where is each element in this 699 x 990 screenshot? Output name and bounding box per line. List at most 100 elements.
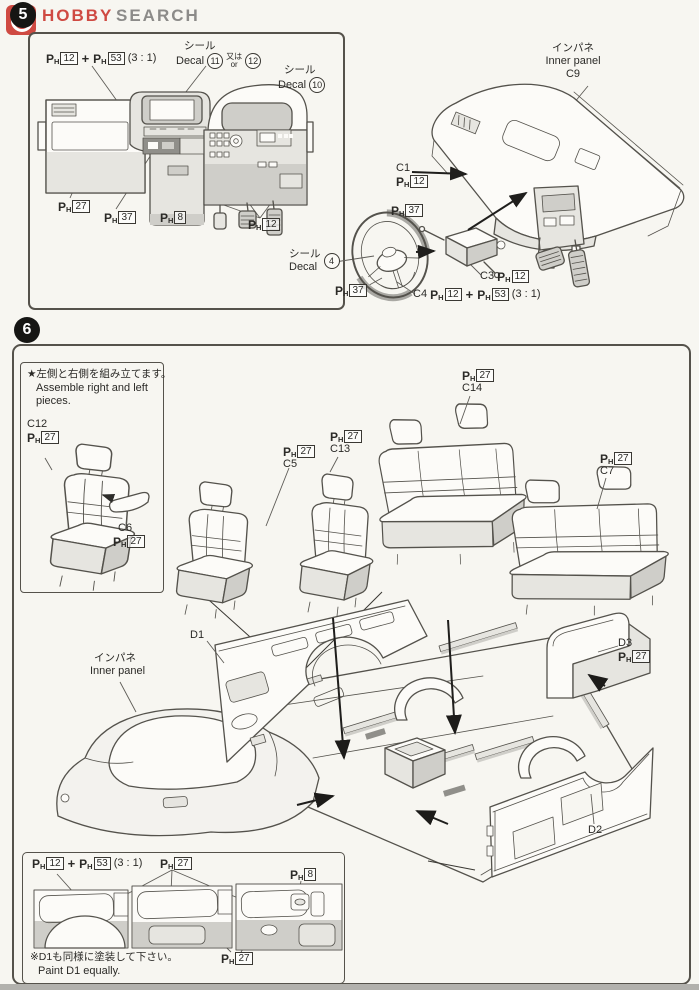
paint-letter: P xyxy=(600,451,609,466)
paint-letter: P xyxy=(477,287,486,302)
part-c9: C9 xyxy=(565,68,581,80)
paint-num: 27 xyxy=(476,369,494,382)
paint-sub: H xyxy=(470,374,476,383)
step-6-label: 6 xyxy=(22,321,32,338)
decal-en: Decal xyxy=(278,78,307,91)
paint-sub: H xyxy=(35,436,41,445)
paint-num: 37 xyxy=(405,204,423,217)
note-en-1: Assemble right and left xyxy=(36,382,148,394)
mix-ratio: (3 : 1) xyxy=(127,52,157,64)
part-c14: C14 xyxy=(462,382,483,394)
paint-sub: H xyxy=(608,457,614,466)
paint-sub: H xyxy=(505,275,511,284)
decal-circle-12: 12 xyxy=(245,53,262,69)
paint-letter: P xyxy=(221,951,230,966)
paint-num: 8 xyxy=(174,211,186,224)
paint-num: 27 xyxy=(235,952,253,965)
note-en-2: pieces. xyxy=(36,395,71,407)
logo-text-hobby: HOBBY xyxy=(42,6,114,25)
paint-letter: P xyxy=(283,444,292,459)
or-jp: 又は xyxy=(226,52,243,61)
paint-letter: P xyxy=(618,649,627,664)
paint-sub: H xyxy=(404,180,410,189)
part-d3: D3 xyxy=(618,637,633,649)
paint-d1-note-jp: ※D1も同様に塗装して下さい。 xyxy=(30,951,178,963)
or-en: or xyxy=(230,60,238,69)
paint-letter: P xyxy=(160,856,169,871)
part-c3: C3 xyxy=(480,270,495,282)
paint-letter: P xyxy=(93,51,102,66)
paint-num: 27 xyxy=(632,650,650,663)
paint-num: 12 xyxy=(511,270,529,283)
paint-sub: H xyxy=(291,450,297,459)
paint-sub: H xyxy=(87,862,93,871)
door-paint-box xyxy=(22,852,345,984)
paint-letter: P xyxy=(27,430,36,445)
paint-num: 12 xyxy=(46,857,64,870)
plus-sign: + xyxy=(67,856,76,871)
decal-circle-4: 4 xyxy=(323,253,340,269)
d2-label: D2 xyxy=(588,824,603,836)
paint-letter: P xyxy=(335,283,344,298)
step-6-number: 6 xyxy=(14,317,40,343)
paint-letter: P xyxy=(46,51,55,66)
part-c1: C1 xyxy=(396,162,411,174)
paint-letter: P xyxy=(290,867,299,882)
paint-num: 27 xyxy=(127,535,145,548)
part-c13: C13 xyxy=(330,443,351,455)
paint-sub: H xyxy=(66,205,72,214)
paint-sub: H xyxy=(112,216,118,225)
paint-sub: H xyxy=(54,57,60,66)
paint-letter: P xyxy=(58,199,67,214)
paint-num: 12 xyxy=(444,288,462,301)
paint-sub: H xyxy=(168,862,174,871)
paint-num: 37 xyxy=(349,284,367,297)
decal-jp: シール xyxy=(284,64,316,76)
paint-num: 12 xyxy=(262,218,280,231)
paint-letter: P xyxy=(248,217,257,232)
paint-sub: H xyxy=(256,223,262,232)
paint-letter: P xyxy=(396,174,405,189)
paint-sub: H xyxy=(40,862,46,871)
decal-en: Decal xyxy=(176,54,205,67)
paint-num: 27 xyxy=(41,431,59,444)
paint-num: 37 xyxy=(118,211,136,224)
plus-sign: + xyxy=(81,51,90,66)
paint-sub: H xyxy=(438,293,444,302)
inner-panel-en: Inner panel xyxy=(90,665,146,677)
mix-ratio: (3 : 1) xyxy=(113,857,143,869)
decal-4-label: シール Decal 4 xyxy=(289,248,340,274)
paint-num: 8 xyxy=(304,868,316,881)
paint-sub: H xyxy=(298,873,304,882)
step-5-number: 5 xyxy=(10,2,36,28)
paint-letter: P xyxy=(113,534,122,549)
paint-letter: P xyxy=(160,210,169,225)
paint-num: 53 xyxy=(491,288,509,301)
paint-letter: P xyxy=(32,856,41,871)
decal-circle-11: 11 xyxy=(207,53,224,69)
paint-num: 53 xyxy=(107,52,125,65)
paint-num: 27 xyxy=(72,200,90,213)
logo-text-search: SEARCH xyxy=(116,6,200,25)
paint-sub: H xyxy=(399,209,405,218)
scan-edge-bar xyxy=(0,984,699,990)
paint-num: 53 xyxy=(93,857,111,870)
paint-sub: H xyxy=(626,655,632,664)
paint-sub: H xyxy=(485,293,491,302)
paint-letter: P xyxy=(462,368,471,383)
decal-10-label: シール Decal 10 xyxy=(278,64,326,93)
decal-jp: シール xyxy=(184,40,216,52)
d1-label: D1 xyxy=(190,629,205,641)
